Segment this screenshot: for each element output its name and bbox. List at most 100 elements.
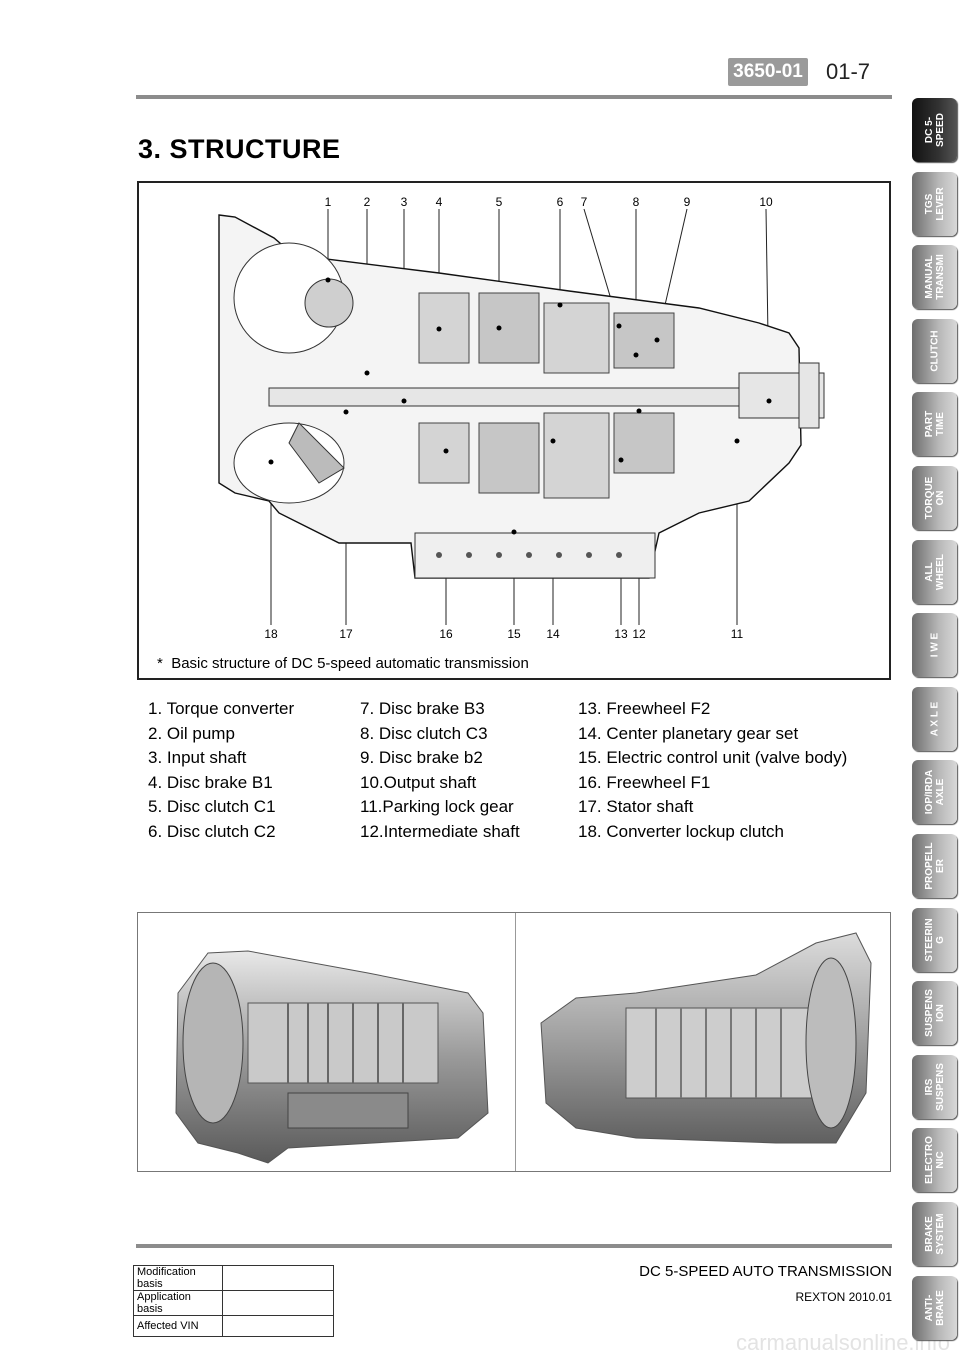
affected-vin-value bbox=[222, 1315, 334, 1337]
chapter-tab-label: IOP/IRDA AXLE bbox=[923, 770, 946, 815]
bottom-callout-labels: 18 17 16 15 14 13 12 11 bbox=[264, 627, 743, 641]
chapter-tab-label: ANTI- BRAKE bbox=[923, 1289, 946, 1326]
caption-text: Basic structure of DC 5-speed automatic … bbox=[171, 655, 529, 672]
callout-number: 7 bbox=[581, 195, 588, 209]
modification-basis-label: Modification basis bbox=[133, 1265, 223, 1291]
legend-item: 3. Input shaft bbox=[148, 748, 247, 767]
legend-column-2: 7. Disc brake B3 8. Disc clutch C3 9. Disc… bbox=[360, 697, 520, 844]
callout-number: 13 bbox=[614, 627, 628, 641]
chapter-tab[interactable]: STEERIN G bbox=[912, 907, 957, 972]
legend-item: 5. Disc clutch C1 bbox=[148, 797, 276, 816]
legend-item: 18. Converter lockup clutch bbox=[578, 821, 784, 841]
chapter-tab-label: TORQUE ON bbox=[923, 476, 946, 520]
chapter-tab[interactable]: TGS LEVER bbox=[912, 171, 957, 236]
chapter-tab-label: A X L E bbox=[929, 701, 940, 737]
footer-subtitle: REXTON 2010.01 bbox=[795, 1290, 893, 1304]
application-basis-label: Application basis bbox=[133, 1290, 223, 1316]
legend-item: 7. Disc brake B3 bbox=[360, 699, 485, 718]
callout-number: 3 bbox=[401, 195, 408, 209]
transmission-photo-left bbox=[175, 950, 489, 1164]
chapter-tab[interactable]: DC 5- SPEED bbox=[912, 98, 957, 162]
footer-title: DC 5-SPEED AUTO TRANSMISSION bbox=[639, 1263, 892, 1280]
modification-table: Modification basis Application basis Aff… bbox=[133, 1265, 334, 1337]
affected-vin-label: Affected VIN bbox=[133, 1315, 223, 1337]
legend-item: 15. Electric control unit (valve body) bbox=[578, 748, 848, 767]
section-code-badge: 3650-01 bbox=[728, 58, 808, 86]
callout-number: 4 bbox=[436, 195, 443, 209]
callout-number: 14 bbox=[546, 627, 560, 641]
callout-number: 2 bbox=[364, 195, 371, 209]
chapter-tab-label: TGS LEVER bbox=[923, 186, 946, 221]
callout-number: 11 bbox=[731, 627, 744, 641]
chapter-tab[interactable]: MANUAL TRANSMI bbox=[912, 245, 957, 310]
callout-number: 15 bbox=[507, 627, 521, 641]
chapter-tab-label: IRS SUSPENS bbox=[923, 1062, 946, 1111]
chapter-tab-label: PROPELL ER bbox=[923, 842, 946, 890]
legend-item: 11.Parking lock gear bbox=[360, 797, 514, 816]
chapter-tab[interactable]: A X L E bbox=[912, 686, 957, 751]
chapter-tab[interactable]: ALL WHEEL bbox=[912, 539, 957, 604]
chapter-tab[interactable]: I W E bbox=[912, 613, 957, 678]
callout-dots bbox=[268, 277, 772, 535]
chapter-tab-label: BRAKE SYSTEM bbox=[923, 1213, 946, 1255]
legend-item: 9. Disc brake b2 bbox=[360, 748, 483, 767]
photo-divider bbox=[515, 913, 516, 1171]
legend-item: 8. Disc clutch C3 bbox=[360, 723, 488, 743]
caption-asterisk: * bbox=[157, 655, 163, 672]
chapter-tab-label: CLUTCH bbox=[929, 330, 940, 372]
legend-item: 10.Output shaft bbox=[360, 772, 477, 792]
callout-number: 10 bbox=[759, 195, 773, 209]
legend-item: 4. Disc brake B1 bbox=[148, 772, 273, 792]
clutch-packs bbox=[418, 292, 675, 499]
page-number: 01-7 bbox=[826, 59, 871, 84]
legend-item: 12.Intermediate shaft bbox=[360, 821, 520, 841]
transmission-photo-right bbox=[540, 932, 872, 1144]
application-basis-value bbox=[222, 1290, 334, 1316]
chapter-tab-label: MANUAL TRANSMI bbox=[923, 254, 946, 300]
page-title: 3. STRUCTURE bbox=[138, 134, 341, 164]
valve-body-holes bbox=[436, 552, 622, 558]
chapter-tab-label: ELECTRO NIC bbox=[923, 1136, 946, 1185]
chapter-tab[interactable]: IOP/IRDA AXLE bbox=[912, 760, 957, 825]
callout-number: 12 bbox=[632, 627, 646, 641]
torque-converter-shape bbox=[233, 242, 354, 504]
chapter-tab[interactable]: TORQUE ON bbox=[912, 466, 957, 530]
chapter-tab-label: PART TIME bbox=[923, 411, 946, 438]
legend-item: 17. Stator shaft bbox=[578, 797, 694, 816]
top-divider bbox=[136, 95, 892, 99]
chapter-tab[interactable]: IRS SUSPENS bbox=[912, 1054, 957, 1119]
photo-panel bbox=[137, 912, 891, 1172]
diagram-caption: * Basic structure of DC 5-speed automati… bbox=[157, 655, 529, 672]
chapter-tab[interactable]: ELECTRO NIC bbox=[912, 1128, 957, 1193]
callout-number: 9 bbox=[684, 195, 691, 209]
chapter-tab[interactable]: ANTI- BRAKE bbox=[912, 1275, 957, 1340]
callout-number: 18 bbox=[264, 627, 278, 641]
legend-item: 6. Disc clutch C2 bbox=[148, 821, 276, 841]
chapter-tab[interactable]: PART TIME bbox=[912, 392, 957, 457]
legend-item: 14. Center planetary gear set bbox=[578, 723, 799, 743]
modification-basis-value bbox=[222, 1265, 334, 1291]
callout-number: 8 bbox=[633, 195, 640, 209]
valve-body bbox=[414, 532, 656, 579]
legend-item: 16. Freewheel F1 bbox=[578, 772, 711, 792]
chapter-tab-label: DC 5- SPEED bbox=[923, 113, 946, 147]
chapter-tab[interactable]: PROPELL ER bbox=[912, 834, 957, 898]
chapter-tab[interactable]: BRAKE SYSTEM bbox=[912, 1202, 957, 1266]
chapter-tab-label: STEERIN G bbox=[923, 917, 946, 962]
chapter-tab-label: SUSPENS ION bbox=[923, 989, 946, 1038]
callout-number: 1 bbox=[325, 195, 332, 209]
callout-number: 17 bbox=[339, 627, 353, 641]
callout-number: 6 bbox=[557, 195, 564, 209]
callout-number: 5 bbox=[496, 195, 503, 209]
callout-number: 16 bbox=[439, 627, 453, 641]
chapter-tab[interactable]: SUSPENS ION bbox=[912, 981, 957, 1046]
top-callout-labels: 1 2 3 4 5 6 7 8 9 10 bbox=[325, 195, 773, 209]
chapter-tab-label: ALL WHEEL bbox=[923, 553, 946, 590]
chapter-tab[interactable]: CLUTCH bbox=[912, 318, 957, 383]
chapter-tab-label: I W E bbox=[929, 632, 940, 658]
legend-item: 1. Torque converter bbox=[148, 699, 295, 718]
